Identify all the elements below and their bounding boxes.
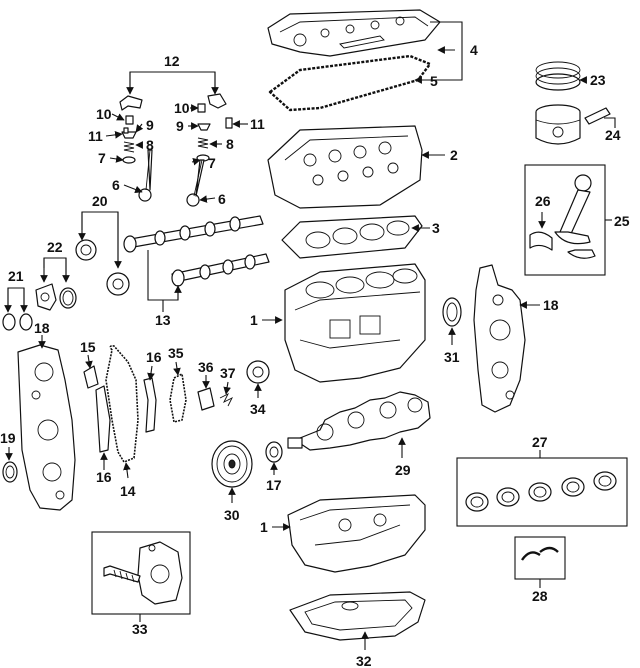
oil-pan-lower [289,591,426,641]
callout-24: 24 [605,127,621,143]
oil-pump-bolt [103,565,141,583]
callout-20: 20 [92,193,108,209]
callout-17: 17 [266,477,282,493]
callout-28: 28 [532,588,548,604]
callout-7-left: 7 [98,150,106,166]
callout-1-block: 1 [250,312,258,328]
callout-4: 4 [470,42,478,58]
leader-21 [4,287,28,313]
rod-bearing [529,231,553,251]
callout-15: 15 [80,339,96,355]
rocker-arm-right [207,93,227,109]
valve-left-parts [121,115,153,202]
callout-21: 21 [8,268,24,284]
camshaft-upper [123,215,264,253]
rocker-arm-left [119,95,143,111]
timing-chain [105,345,139,463]
callout-13: 13 [155,312,171,328]
camshaft-seals [2,313,33,331]
callout-19: 19 [0,430,16,446]
ocv-seal [59,287,77,309]
thrust-washers [521,546,559,561]
chain-guide-right [143,377,157,433]
callout-8-left: 8 [146,137,154,153]
connecting-rod [554,174,596,259]
crankshaft [287,391,431,451]
callout-18-left: 18 [34,320,50,336]
callout-7-right: 7 [208,155,216,171]
piston-rings [535,61,581,91]
callout-22: 22 [47,239,63,255]
callout-30: 30 [224,507,240,523]
head-gasket [281,215,423,259]
callout-26: 26 [535,193,551,209]
callout-25: 25 [614,213,630,229]
callout-27: 27 [532,434,548,450]
oil-pump-tensioner [197,387,215,411]
callout-32: 32 [356,653,372,668]
front-seal [442,297,462,327]
leader-4-5 [414,21,463,84]
callout-16-right: 16 [146,349,162,365]
leader-22 [40,257,70,283]
callout-10-left: 10 [96,106,112,122]
callout-16-left: 16 [96,469,112,485]
callout-8-right: 8 [226,136,234,152]
callout-14: 14 [120,483,136,499]
callout-31: 31 [444,349,460,365]
oil-pump-box [91,531,191,615]
piston [535,104,581,145]
cylinder-head [267,125,423,209]
crankshaft-pulley [211,440,253,488]
leader-20 [78,211,122,269]
main-bearings [465,471,617,512]
callout-34: 34 [250,401,266,417]
piston-pin [584,107,611,125]
oil-pump-sprocket [246,360,270,384]
callout-23: 23 [590,72,606,88]
oil-pump [137,541,183,605]
oil-control-valve [35,283,57,311]
callout-6-right: 6 [218,191,226,207]
callout-1-pan: 1 [260,519,268,535]
valve-cover [267,9,441,57]
callout-2: 2 [450,147,458,163]
oil-pump-chain [169,372,187,423]
valve-cover-gasket [268,54,432,112]
main-bearings-box [456,457,628,527]
callout-12: 12 [164,53,180,69]
engine-block [284,263,426,383]
callout-6-left: 6 [112,177,120,193]
callout-33: 33 [132,621,148,637]
crank-front-seal [2,461,18,483]
callout-9-left: 9 [146,117,154,133]
chain-guide-left [95,385,111,453]
callout-37: 37 [220,365,236,381]
vvt-gear-upper [75,239,97,261]
crankshaft-sprocket [265,441,283,463]
timing-cover-left [17,344,76,511]
vvt-gear-lower [106,272,130,296]
chain-tensioner-15 [83,365,99,389]
callout-3: 3 [432,220,440,236]
callout-36: 36 [198,359,214,375]
callout-11-left: 11 [88,128,103,144]
callout-35: 35 [168,345,184,361]
callout-9-right: 9 [176,118,184,134]
leader-12 [126,71,219,95]
callout-5: 5 [430,73,438,89]
tensioner-spring [219,392,234,407]
callout-29: 29 [395,462,411,478]
callout-10-right: 10 [174,100,190,116]
timing-cover-right [473,264,526,413]
callout-18-right: 18 [543,297,559,313]
callout-11-right: 11 [250,116,265,132]
camshaft-lower [171,253,270,287]
oil-pan-upper [287,494,426,573]
